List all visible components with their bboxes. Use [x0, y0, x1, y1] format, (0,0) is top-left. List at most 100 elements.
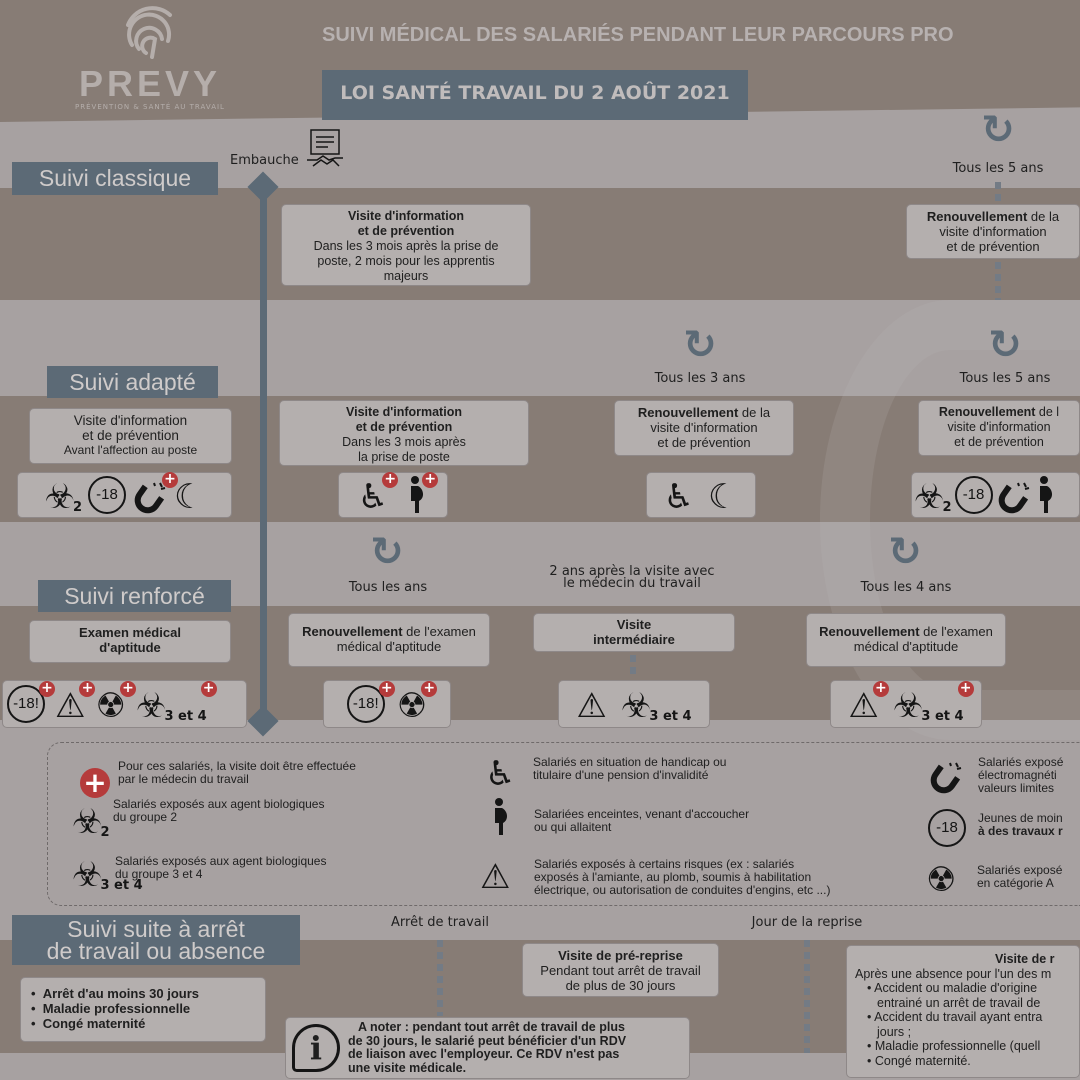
refresh-icon: ↻ [888, 529, 922, 575]
connector [630, 655, 636, 679]
background-swirl [820, 300, 1080, 740]
renewal-line: visite d'information [947, 420, 1051, 434]
item-text: Congé maternité. [874, 1053, 971, 1068]
legend-line: Salariés en situation de handicap ou [533, 755, 727, 769]
legend-icon [490, 797, 512, 837]
legend-icon: ☣2 [72, 800, 110, 840]
biohazard-icon: ☣3 et 4 [620, 686, 692, 726]
list-item: entrainé un arrêt de travail de [867, 996, 1071, 1011]
renewal-rest: de l'examen [402, 624, 476, 639]
info-icon: i [292, 1024, 340, 1072]
connector [804, 940, 810, 1053]
renforce-renewal-4-box: Renouvellement de l'examen médical d'apt… [806, 613, 1006, 667]
red-plus-badge-icon: + [200, 681, 217, 697]
caption-line: 2 ans après la visite avec [549, 564, 715, 579]
red-plus-badge-icon: + [872, 681, 889, 697]
legend-icon: ⚠ [480, 855, 510, 895]
legend-line: électromagnéti [978, 768, 1057, 782]
list-item: • Maladie professionnelle (quell [867, 1039, 1041, 1053]
legend-line: ou qui allaitent [534, 820, 612, 834]
item-text: Accident ou maladie d'origine [874, 981, 1038, 995]
frequency-label: Tous les ans [348, 580, 428, 595]
label-line: Suivi suite à arrêt [67, 916, 245, 942]
note-box: A noter : pendant tout arrêt de travail … [285, 1017, 690, 1079]
exam-line: d'aptitude [99, 640, 161, 655]
adapte-renewal-5-box: Renouvellement de l visite d'information… [918, 400, 1080, 456]
section-label-adapte: Suivi adapté [47, 366, 218, 398]
legend-line: exposés à l'amiante, au plomb, soumis à … [534, 870, 812, 884]
frequency-label: Tous les 5 ans [952, 161, 1044, 176]
item-text: jours ; [877, 1024, 912, 1039]
section-label-classique: Suivi classique [12, 162, 218, 195]
moon-icon: ☾ [708, 477, 739, 517]
reason-text: Arrêt d'au moins 30 jours [42, 986, 200, 1001]
legend-icon: ♿ [485, 752, 515, 792]
reason: • Arrêt d'au moins 30 jours [31, 986, 200, 1001]
page-title: SUIVI MÉDICAL DES SALARIÉS PENDANT LEUR … [322, 24, 954, 46]
legend-line: Pour ces salariés, la visite doit être e… [118, 759, 356, 773]
legend [47, 742, 1080, 906]
visit-list: • Accident ou maladie d'origine entrainé… [855, 981, 1071, 1068]
refresh-icon: ↻ [683, 322, 717, 368]
connector [995, 262, 1001, 300]
red-plus-badge-icon: + [422, 472, 439, 488]
group-label: 2 [72, 500, 83, 515]
logo: PREVY PRÉVENTION & SANTÉ AU TRAVAIL [70, 5, 230, 115]
magnet-icon: + [132, 472, 179, 515]
renewal-bold: Renouvellement [926, 209, 1028, 224]
legend-icon: + [80, 758, 110, 798]
biohazard-icon: ☣2 [914, 477, 952, 517]
legend-icon: -18 [928, 808, 966, 848]
visit-title: Visite de pré-reprise [558, 948, 683, 963]
legend-line: du groupe 2 [113, 810, 178, 824]
radiation-icon: ☢ [926, 860, 957, 900]
return-day-label: Jour de la reprise [751, 915, 863, 930]
moon-icon: ☾ [174, 477, 205, 517]
visit-title: et de prévention [355, 420, 453, 434]
adapte-renewal-3-icons: ♿☾ [646, 472, 756, 518]
warning-icon: ⚠ [480, 857, 511, 897]
refresh-icon: ↻ [370, 529, 404, 575]
list-item: • Accident du travail ayant entra [867, 1010, 1043, 1024]
legend-icon: ☢ [926, 858, 956, 898]
biohazard-icon: ☣3 et 4+ [136, 681, 217, 724]
frequency-label: Tous les 4 ans [860, 580, 952, 595]
visit-line: et de prévention [82, 428, 179, 443]
radiation-icon: ☢+ [397, 681, 438, 724]
renewal-line: visite d'information [939, 224, 1047, 239]
intermediate-visit-box: Visite intermédiaire [533, 613, 735, 652]
minor-icon: -18 [88, 475, 127, 515]
group-label: 2 [942, 500, 952, 515]
note-line: A noter : pendant tout arrêt de travail … [358, 1020, 625, 1034]
biohazard-icon: ☣3 et 4 [72, 855, 143, 895]
legend-line: valeurs limites [978, 781, 1055, 795]
visit-line: Visite [616, 617, 652, 632]
timeline-line [260, 185, 267, 720]
section-label-renforce: Suivi renforcé [38, 580, 231, 612]
legend-text: Pour ces salariés, la visite doit être e… [118, 760, 356, 786]
legend-line: du groupe 3 et 4 [115, 867, 203, 881]
legend-line: Salariées enceintes, venant d'accoucher [534, 807, 750, 821]
visit-desc: Dans les 3 mois après [342, 435, 466, 449]
renewal-rest: de la [1027, 209, 1060, 224]
visit-line: Avant l'affection au poste [63, 443, 198, 457]
group-label: 3 et 4 [921, 709, 964, 724]
legend-line: par le médecin du travail [118, 772, 249, 786]
renewal-bold: Renouvellement [819, 624, 920, 639]
renforce-renewal-1-icons: -18!+☢+ [323, 680, 451, 728]
renforce-renewal-1-box: Renouvellement de l'examen médical d'apt… [288, 613, 490, 667]
plus-icon: + [80, 758, 110, 798]
pregnant-icon [490, 797, 512, 837]
classique-renewal-box: Renouvellement de la visite d'informatio… [906, 204, 1080, 259]
red-plus-badge-icon: + [162, 472, 179, 488]
pregnant-icon [1035, 475, 1057, 515]
group-label: 3 et 4 [100, 878, 143, 893]
reason: • Congé maternité [31, 1016, 146, 1031]
renewal-line: visite d'information [650, 420, 758, 435]
reason-text: Congé maternité [42, 1016, 146, 1031]
